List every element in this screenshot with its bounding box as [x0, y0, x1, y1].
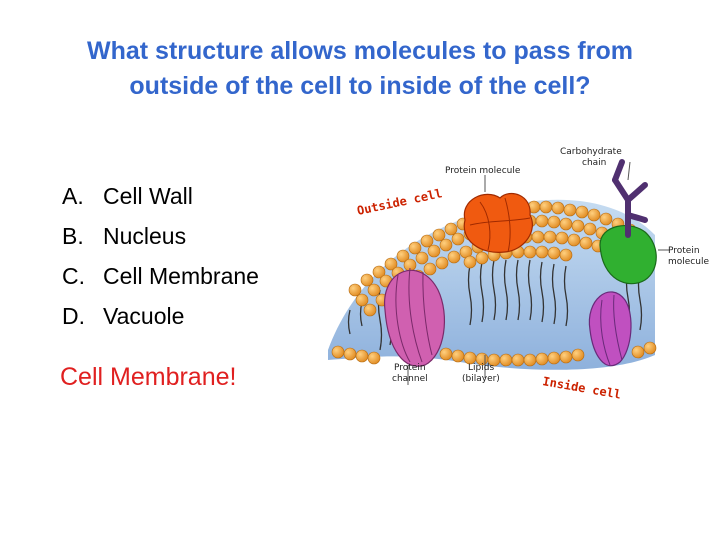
answer-options: A. Cell Wall B. Nucleus C. Cell Membrane D.… — [62, 176, 259, 336]
option-b: B. Nucleus — [62, 216, 259, 256]
question-line-1: What structure allows molecules to pass … — [87, 37, 633, 65]
lipids-label-1: Lipids — [468, 363, 494, 373]
protein-molecule-green — [599, 224, 657, 285]
outside-cell-label: Outside cell — [356, 186, 444, 218]
carbohydrate-chain-label-1: Carbohydrate — [560, 147, 622, 157]
cell-membrane-diagram: Protein molecule Carbohydrate chain Outs… — [328, 147, 709, 402]
label-leader-lines — [407, 161, 670, 385]
option-letter: C. — [62, 263, 85, 289]
question-title: What structure allows molecules to pass … — [30, 34, 690, 104]
option-letter: A. — [62, 183, 84, 209]
lipids-label-2: (bilayer) — [462, 374, 500, 384]
protein-channel-left — [384, 267, 445, 367]
option-d: D. Vacuole — [62, 296, 259, 336]
option-letter: D. — [62, 303, 85, 329]
option-text: Cell Wall — [103, 183, 193, 209]
carbohydrate-chain — [612, 159, 648, 238]
option-text: Vacuole — [103, 303, 185, 329]
option-a: A. Cell Wall — [62, 176, 259, 216]
protein-channel-label-2: channel — [392, 374, 428, 384]
protein-molecule-right-label-1: Protein — [668, 246, 700, 256]
protein-molecule-globular — [463, 193, 533, 253]
protein-molecule-top-label: Protein molecule — [445, 166, 521, 176]
question-line-2: outside of the cell to inside of the cel… — [129, 72, 591, 100]
protein-molecule-right-label-2: molecule — [668, 257, 709, 267]
answer-text: Cell Membrane! — [60, 363, 237, 391]
option-letter: B. — [62, 223, 84, 249]
option-c: C. Cell Membrane — [62, 256, 259, 296]
option-text: Cell Membrane — [103, 263, 259, 289]
option-text: Nucleus — [103, 223, 187, 249]
inside-cell-label: Inside cell — [541, 374, 622, 402]
protein-channel-label-1: Protein — [394, 363, 426, 373]
protein-channel-right — [588, 291, 632, 367]
carbohydrate-chain-label-2: chain — [582, 158, 606, 168]
